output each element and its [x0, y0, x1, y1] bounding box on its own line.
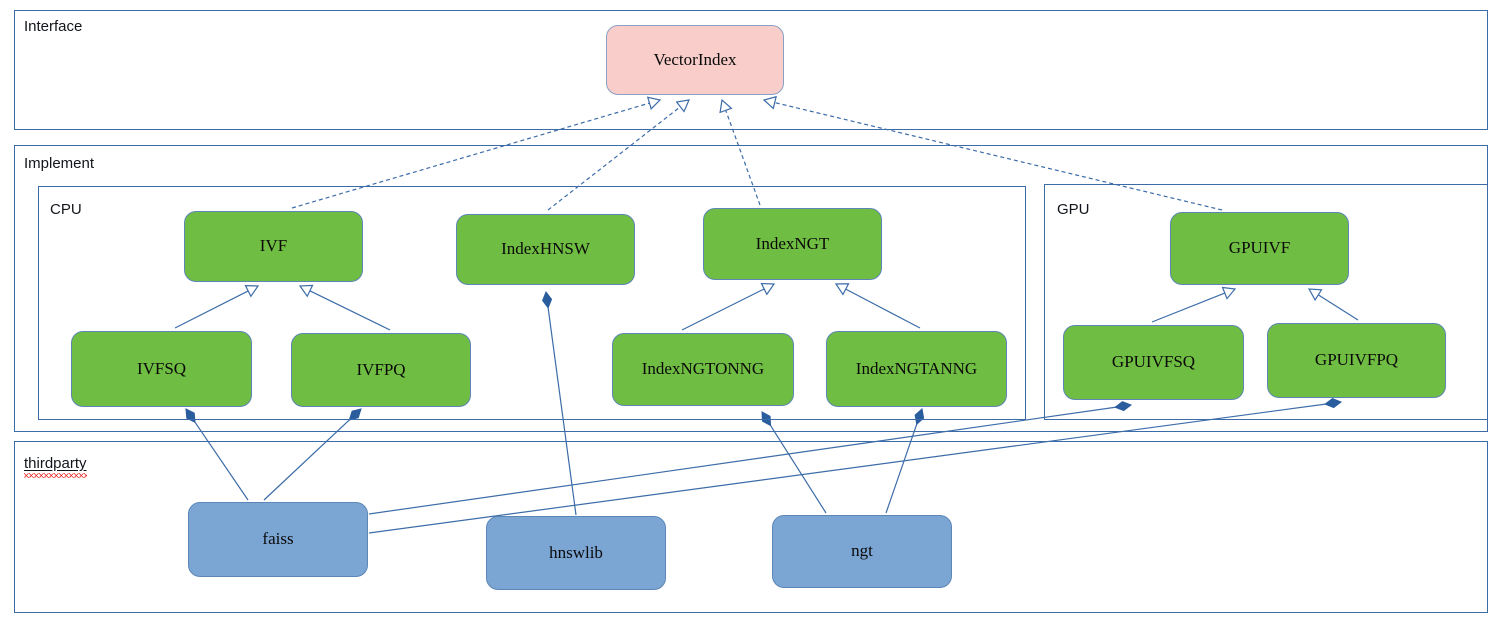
edge-e-ngtanng-indexngt [834, 283, 921, 329]
hollow-triangle-arrowhead-icon [834, 283, 850, 296]
group-gpu [1044, 184, 1488, 420]
edge-e-indexhnsw-hnswlib [542, 290, 577, 516]
edge-line [263, 418, 352, 501]
edge-line [725, 110, 761, 206]
edge-e-gpuivf-vectorindex [762, 95, 1223, 211]
hollow-triangle-arrowhead-icon [1221, 286, 1237, 300]
edge-e-indexngt-vectorindex [719, 98, 761, 206]
edge-e-gpuivfsq-gpuivf [1151, 286, 1237, 323]
edge-line [291, 102, 650, 209]
edge-e-ivfsq-faiss [185, 408, 249, 501]
class-node-faiss[interactable]: faiss [188, 502, 368, 577]
class-node-gpuivfpq[interactable]: GPUIVFPQ [1267, 323, 1446, 398]
hollow-triangle-arrowhead-icon [244, 284, 260, 298]
group-label-gpu: GPU [1057, 201, 1090, 218]
group-label-interface: Interface [24, 18, 83, 35]
group-cpu [38, 186, 1026, 420]
edge-line [368, 403, 1328, 534]
class-node-indexngtanng[interactable]: IndexNGTANNG [826, 331, 1007, 407]
group-interface [14, 10, 1488, 130]
edge-e-indexhnsw-vectorindex [547, 99, 690, 211]
class-node-hnswlib[interactable]: hnswlib [486, 516, 666, 590]
edge-e-ivfpq-faiss [263, 408, 362, 501]
edge-e-gpuivfpq-faiss [368, 398, 1343, 534]
edge-e-ngtanng-ngt [885, 408, 925, 514]
edge-e-ivf-vectorindex [291, 96, 662, 209]
edge-line [309, 290, 391, 331]
edge-line [681, 288, 765, 331]
class-node-ivfsq[interactable]: IVFSQ [71, 331, 252, 407]
edge-line [193, 420, 249, 501]
edge-line [768, 423, 827, 514]
filled-diamond-arrowhead-icon [542, 290, 553, 309]
edge-line [547, 305, 577, 516]
edge-line [845, 288, 921, 329]
hollow-triangle-arrowhead-icon [762, 95, 777, 110]
edge-e-ivfpq-ivf [298, 284, 391, 331]
group-label-implement: Implement [24, 155, 95, 172]
class-node-vectorindex[interactable]: VectorIndex [606, 25, 784, 95]
class-node-indexngtonng[interactable]: IndexNGTONNG [612, 333, 794, 406]
filled-diamond-arrowhead-icon [761, 411, 772, 427]
edge-e-gpuivfpq-gpuivf [1307, 288, 1359, 321]
edge-e-ngtonng-indexngt [681, 282, 776, 331]
hollow-triangle-arrowhead-icon [675, 99, 690, 113]
class-node-gpuivf[interactable]: GPUIVF [1170, 212, 1349, 285]
group-label-thirdparty: thirdparty [24, 456, 87, 478]
hollow-triangle-arrowhead-icon [719, 98, 733, 114]
class-node-indexngt[interactable]: IndexNGT [703, 208, 882, 280]
class-node-ivf[interactable]: IVF [184, 211, 363, 282]
edge-line [174, 290, 249, 329]
edge-line [1151, 292, 1225, 323]
filled-diamond-arrowhead-icon [185, 408, 196, 424]
hollow-triangle-arrowhead-icon [760, 282, 776, 296]
group-label-cpu: CPU [50, 201, 82, 218]
class-node-ngt[interactable]: ngt [772, 515, 952, 588]
class-node-indexhnsw[interactable]: IndexHNSW [456, 214, 635, 285]
edge-line [1317, 294, 1359, 321]
edge-e-ngtonng-ngt [761, 411, 827, 514]
edge-line [368, 406, 1118, 515]
hollow-triangle-arrowhead-icon [646, 96, 662, 110]
hollow-triangle-arrowhead-icon [298, 284, 314, 298]
filled-diamond-arrowhead-icon [1114, 401, 1133, 412]
filled-diamond-arrowhead-icon [914, 408, 925, 426]
edge-e-gpuivfsq-faiss [368, 401, 1133, 515]
class-node-ivfpq[interactable]: IVFPQ [291, 333, 471, 407]
hollow-triangle-arrowhead-icon [1307, 288, 1323, 302]
group-thirdparty [14, 441, 1488, 613]
class-node-gpuivfsq[interactable]: GPUIVFSQ [1063, 325, 1244, 400]
edge-line [885, 422, 918, 514]
edge-e-ivfsq-ivf [174, 284, 260, 329]
filled-diamond-arrowhead-icon [1324, 398, 1343, 409]
